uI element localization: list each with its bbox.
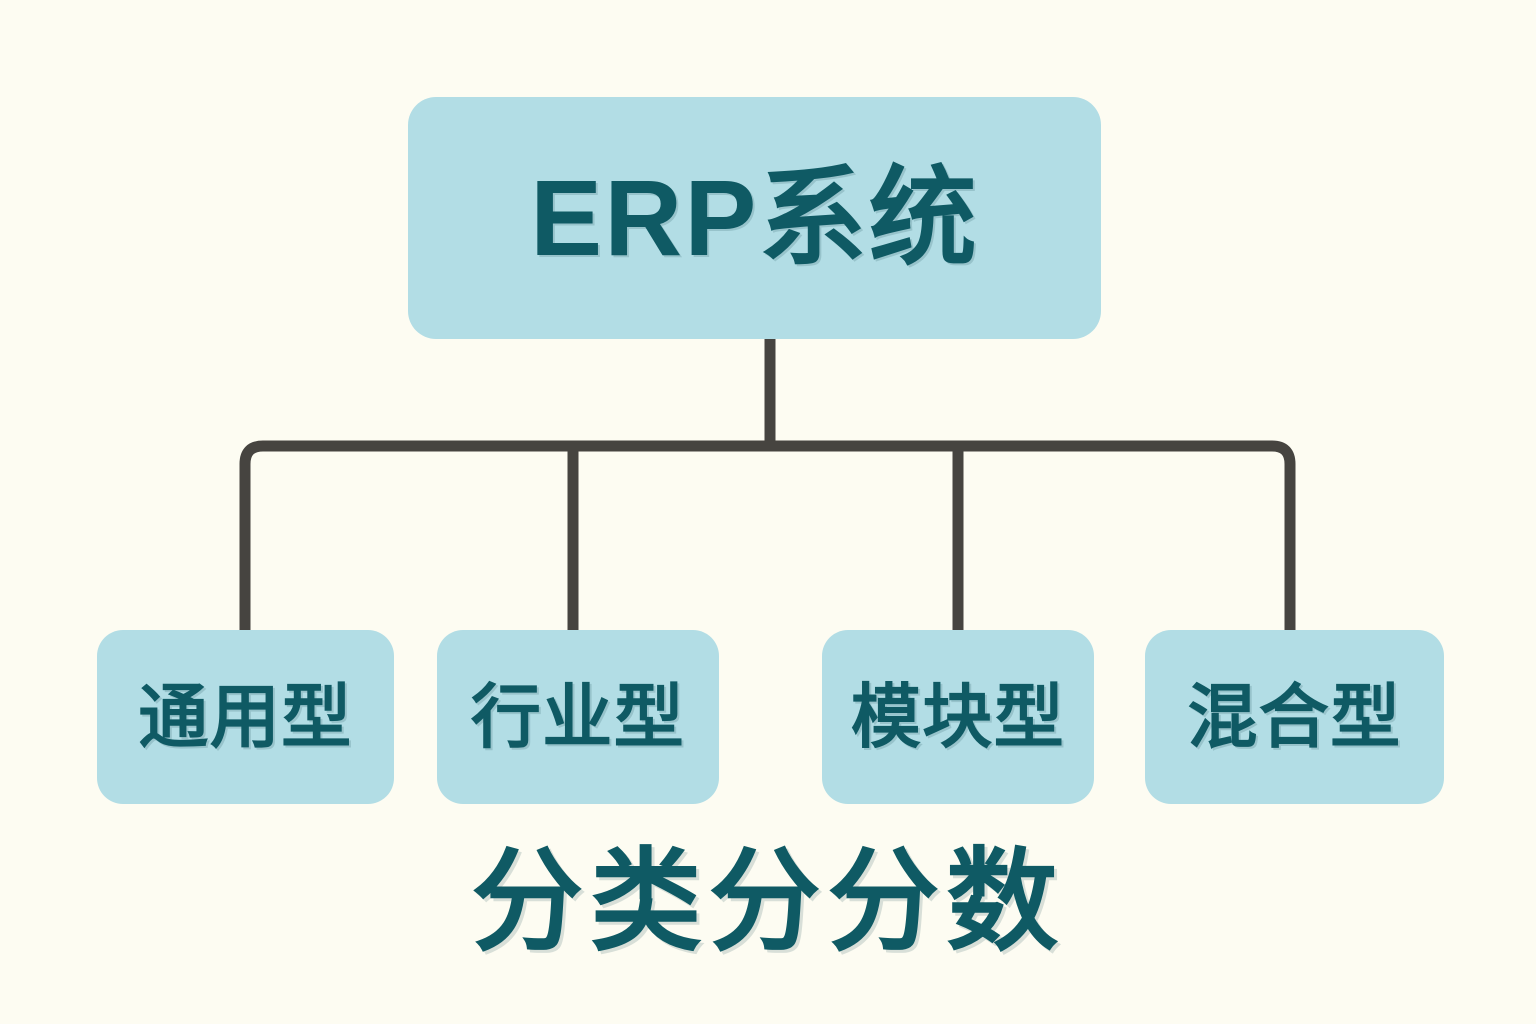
node-child-general[interactable]: 通用型: [97, 630, 394, 804]
node-child-label: 混合型: [1187, 678, 1402, 756]
node-child-label: 通用型: [138, 678, 353, 756]
node-root[interactable]: ERP系统: [408, 97, 1101, 339]
node-root-label: ERP系统: [530, 157, 979, 278]
node-child-industry[interactable]: 行业型: [437, 630, 719, 804]
node-child-label: 行业型: [470, 678, 686, 756]
node-child-module[interactable]: 模块型: [822, 630, 1094, 804]
node-child-hybrid[interactable]: 混合型: [1145, 630, 1444, 804]
node-child-label: 模块型: [850, 678, 1066, 756]
connector-bus: [239, 440, 1296, 630]
diagram-caption: 分类分分数: [471, 839, 1065, 964]
